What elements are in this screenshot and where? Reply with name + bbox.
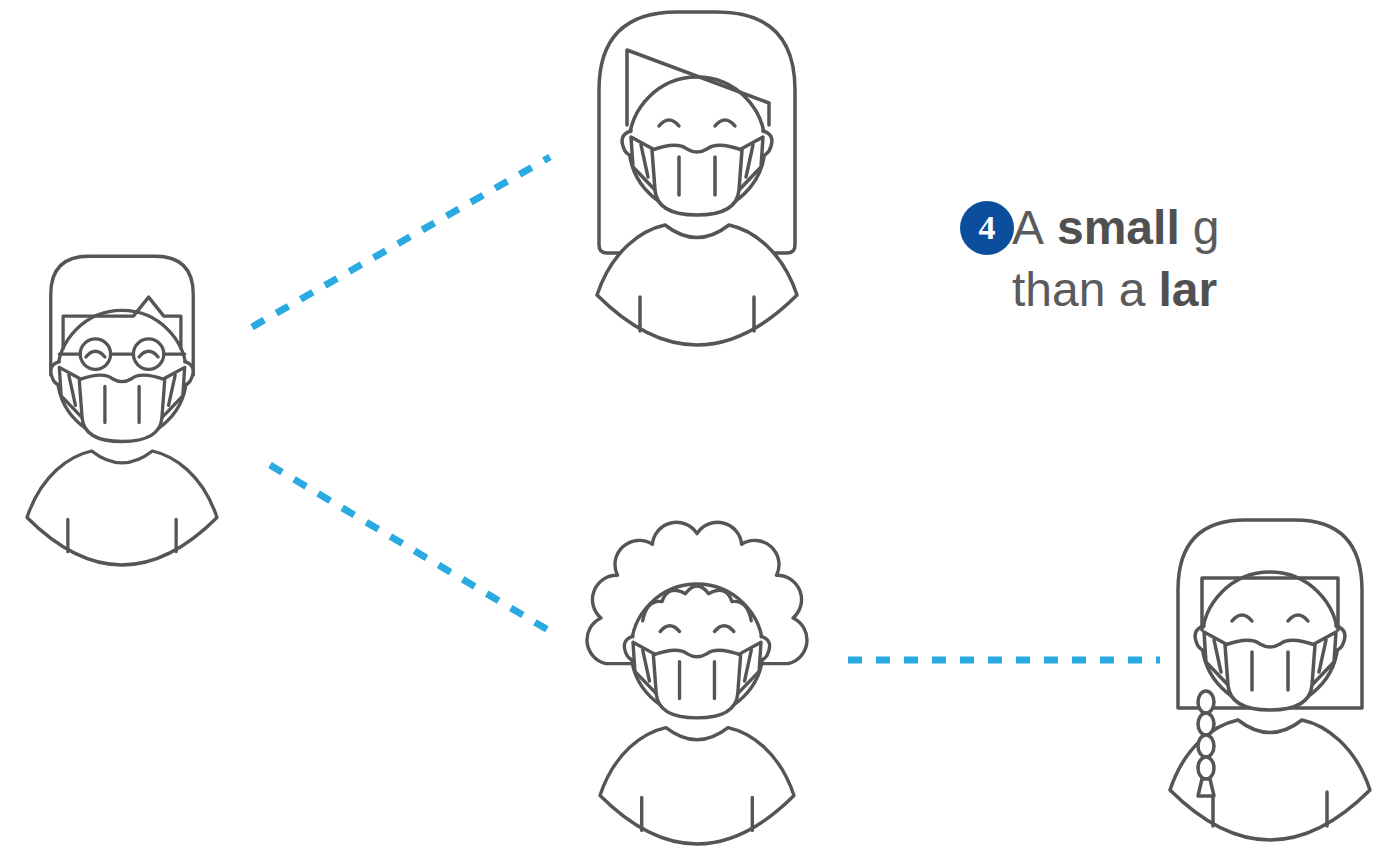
emphasis-word: lar [1158,262,1217,317]
body-text: than a [1012,262,1145,317]
callout-badge: 4 [960,201,1014,255]
text-line: than alar [1012,262,1219,324]
callout-number: 4 [979,211,996,245]
body-text: A [1012,200,1044,255]
person-icon [1170,520,1370,840]
dotted-line [270,465,548,630]
person-icon [597,12,797,345]
dotted-line [848,657,1160,664]
heading-text: Asmallgthan alar [1012,200,1219,324]
dotted-line [252,157,550,327]
person-icon [27,256,217,565]
body-text: g [1193,200,1220,255]
person-icon [587,522,807,844]
emphasis-word: small [1057,200,1180,255]
text-line: Asmallg [1012,200,1219,262]
